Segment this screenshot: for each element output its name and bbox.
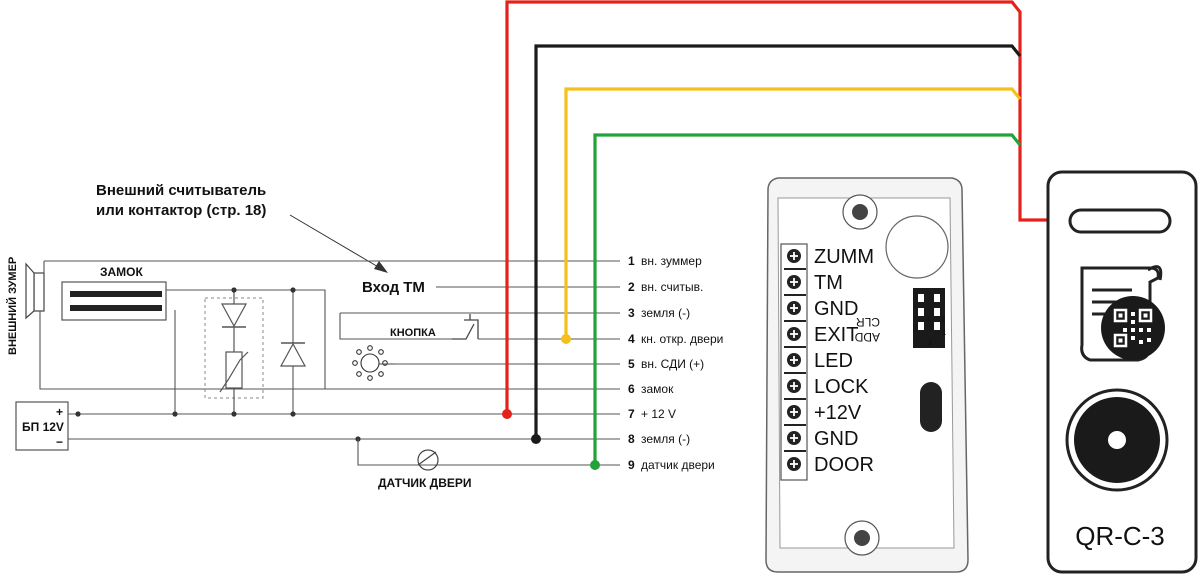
- reader-annotation-line1: Внешний считыватель: [96, 182, 266, 199]
- jumper-number-2: 2: [941, 317, 945, 324]
- pin-1-number: 1: [628, 254, 635, 268]
- reader-annotation-line2: или контактор (стр. 18): [96, 202, 266, 219]
- button-icon: [452, 314, 479, 340]
- yellow-wire-dot: [561, 334, 571, 344]
- lock-icon: [61, 281, 167, 321]
- pin-3-number: 3: [628, 306, 635, 320]
- door-sensor-icon: [417, 449, 439, 471]
- red-wire: [505, 0, 1048, 414]
- button-wire: [339, 313, 452, 340]
- led-icon: [352, 345, 388, 381]
- terminal-label-gnd: GND: [814, 298, 858, 320]
- qr-code-icon: [1080, 265, 1165, 362]
- black-wire: [534, 44, 1022, 439]
- annotation-arrow-head: [374, 261, 388, 273]
- tm-input-label: Вход ТМ: [362, 279, 425, 296]
- door-sensor-wire: [357, 439, 420, 466]
- yellow-wire: [564, 87, 1022, 339]
- diode-icon: [220, 303, 248, 328]
- black-wire-dot: [531, 434, 541, 444]
- terminal-label-zumm: ZUMM: [814, 246, 874, 268]
- pin-1-label: вн. зуммер: [641, 254, 702, 268]
- controller-module: ZUMM TM GND EXIT LED LOCK +12V GND DOOR …: [765, 177, 969, 573]
- lock-wire: [166, 289, 326, 389]
- buzzer-return-wire: [39, 311, 325, 390]
- pin-9-number: 9: [628, 458, 635, 472]
- pin-5-label: вн. СДИ (+): [641, 357, 704, 371]
- door-sensor-label: ДАТЧИК ДВЕРИ: [378, 476, 472, 490]
- terminal-label-led: LED: [814, 350, 853, 372]
- junction-dots: [75, 287, 361, 442]
- pin-7-label: + 12 V: [641, 407, 676, 421]
- psu-plus: +: [56, 405, 63, 419]
- pin-4-number: 4: [628, 332, 635, 346]
- pin-7-number: 7: [628, 407, 635, 421]
- lock-label: ЗАМОК: [100, 265, 144, 279]
- reader-device: QR-C-3: [1046, 170, 1198, 574]
- buzzer-icon: [25, 262, 45, 320]
- device-model: QR-C-3: [1075, 521, 1165, 551]
- pin-2-number: 2: [628, 280, 635, 294]
- terminal-label-gnd-2: GND: [814, 428, 858, 450]
- jumper-number-4: 4: [926, 317, 930, 324]
- buzzer-label: ВНЕШНИЙ ЗУМЕР: [6, 257, 19, 355]
- pin-5-number: 5: [628, 357, 635, 371]
- psu-box: [15, 401, 69, 451]
- psu-label: БП 12V: [22, 420, 64, 434]
- red-wire-dot: [502, 409, 512, 419]
- terminal-label-tm: TM: [814, 272, 843, 294]
- terminal-label-12v: +12V: [814, 402, 862, 424]
- pin-8-number: 8: [628, 432, 635, 446]
- terminal-label-door: DOOR: [814, 454, 874, 476]
- pin-list: 1 вн. зуммер 2 вн. считыв. 3 земля (-) 4…: [628, 254, 723, 472]
- pin-4-label: кн. откр. двери: [641, 332, 723, 346]
- pin-3-label: земля (-): [641, 306, 690, 320]
- button-label: КНОПКА: [390, 327, 436, 339]
- annotation-arrow-line: [289, 214, 381, 269]
- reader-slot: [1068, 208, 1172, 234]
- jumper-label-add: ADD: [854, 330, 880, 344]
- pin-9-label: датчик двери: [641, 458, 715, 472]
- jumper-number-1: 1: [942, 330, 946, 337]
- terminal-label-lock: LOCK: [814, 376, 869, 398]
- diode-icon-2: [279, 290, 307, 414]
- terminal-label-exit: EXIT: [814, 324, 858, 346]
- green-wire: [593, 133, 1022, 465]
- pin-2-label: вн. считыв.: [641, 280, 703, 294]
- psu-minus: −: [56, 435, 63, 449]
- green-wire-dot: [590, 460, 600, 470]
- pin-6-number: 6: [628, 382, 635, 396]
- pin-6-label: замок: [641, 382, 674, 396]
- pin-8-label: земля (-): [641, 432, 690, 446]
- jumper-label-clr: CLR: [856, 315, 880, 329]
- jumper-number-3: 3: [928, 340, 932, 347]
